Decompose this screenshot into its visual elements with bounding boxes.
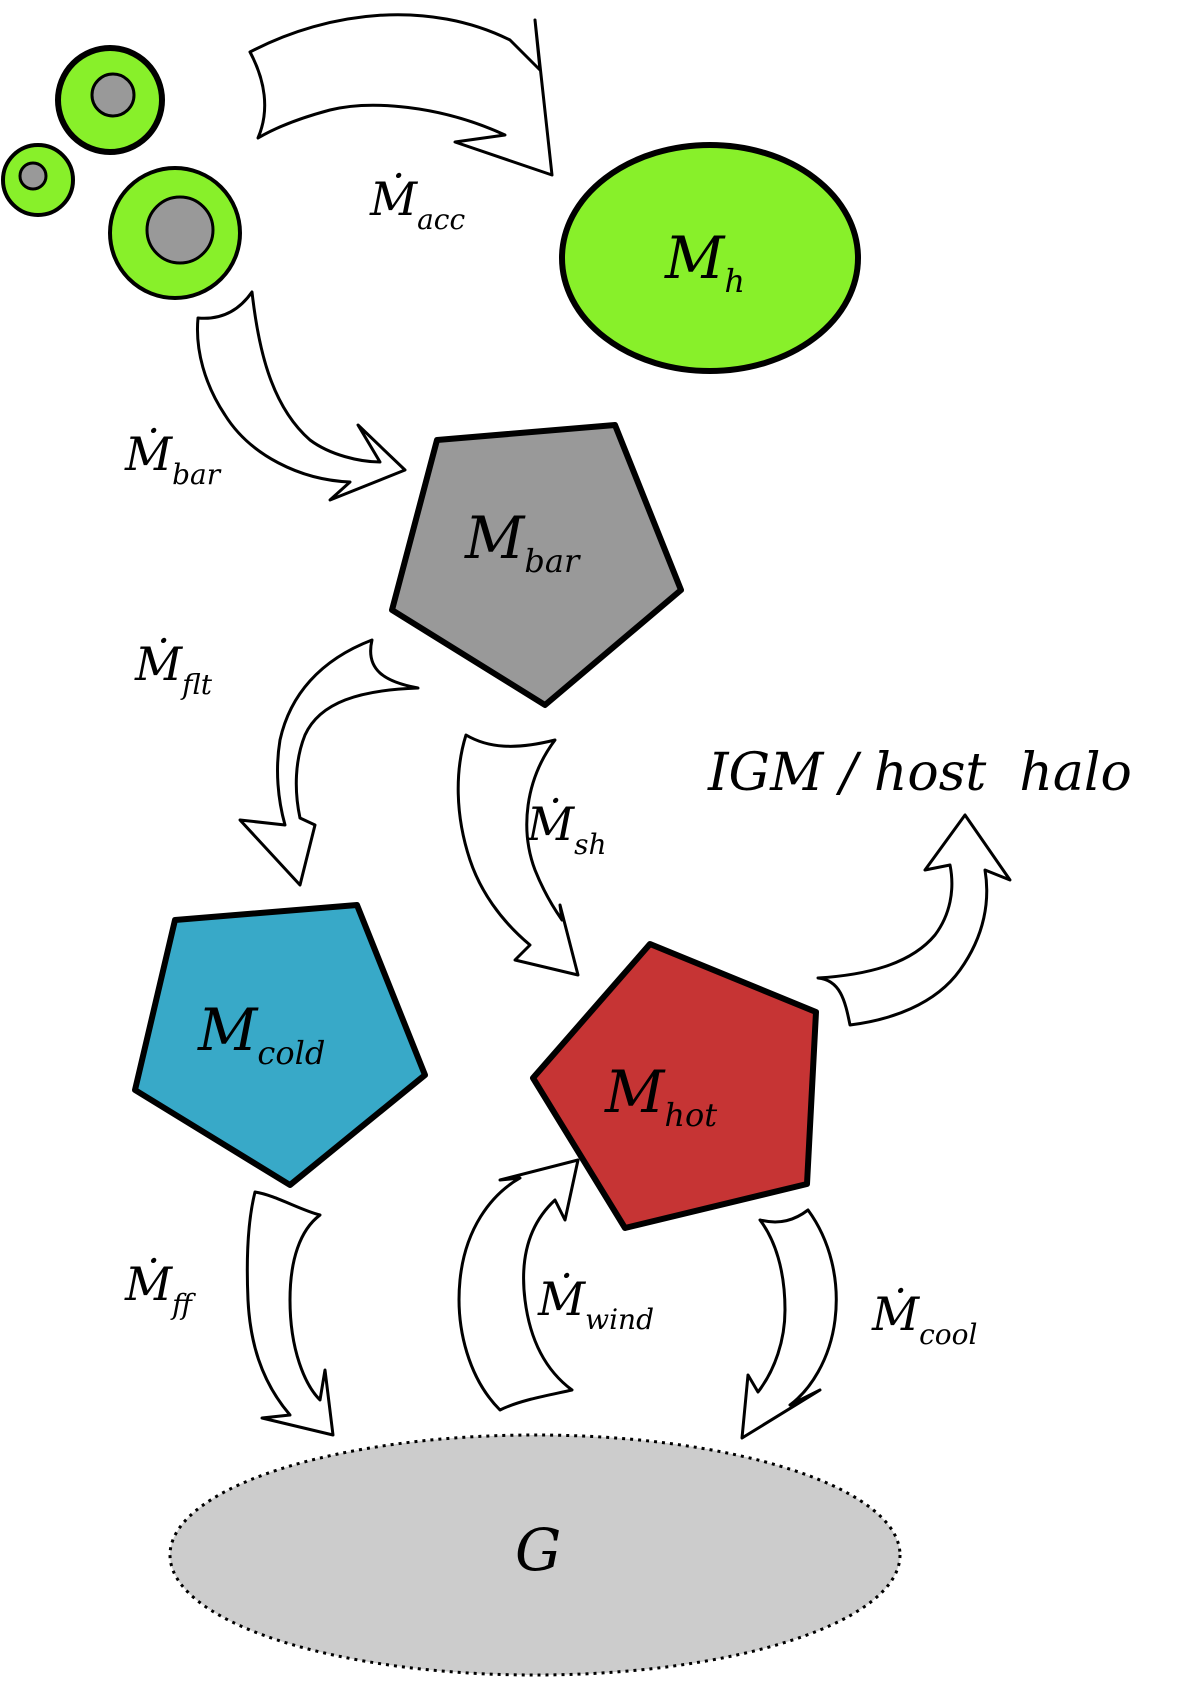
baryon-main: M: [464, 504, 526, 572]
filament-arrow: [238, 638, 420, 887]
flow-sh-sub: sh: [574, 828, 606, 861]
flow-wind-sub: wind: [585, 1303, 654, 1336]
subhalo-main-inner: [145, 195, 215, 265]
galaxy-node: [168, 1433, 902, 1677]
cooling-arrow: [740, 1208, 838, 1440]
subhalo-small-inner: [18, 161, 48, 191]
flow-ff-sub: ff: [170, 1288, 196, 1321]
halo-sub: h: [724, 262, 745, 300]
flow-sh-main: Ṁ: [526, 796, 576, 851]
freefall-arrow: [245, 1190, 335, 1437]
wind-arrow: [457, 1158, 580, 1412]
flow-label-wind: Ṁwind: [537, 1271, 654, 1336]
flow-cool-main: Ṁ: [871, 1286, 921, 1341]
cold-gas-sub: cold: [257, 1034, 325, 1072]
accretion-arrow: [248, 13, 554, 177]
flow-label-acc: Ṁacc: [369, 171, 465, 236]
flow-flt-main: Ṁ: [134, 636, 184, 691]
cold-gas-main: M: [197, 996, 259, 1064]
outflow-arrow: [816, 813, 1012, 1027]
hot-gas-node: [530, 941, 819, 1231]
halo-main: M: [664, 224, 726, 292]
flow-cool-sub: cool: [919, 1318, 977, 1351]
flow-bar-sub: bar: [172, 458, 222, 491]
hot-gas-label: Mhot: [604, 1058, 717, 1134]
baryon-accretion-arrow: [196, 290, 407, 502]
galaxy-label: G: [515, 1516, 561, 1584]
baryon-sub: bar: [524, 542, 581, 580]
flow-wind-main: Ṁ: [537, 1271, 587, 1326]
hot-gas-sub: hot: [664, 1096, 717, 1134]
flow-label-sh: Ṁsh: [526, 796, 607, 861]
cold-gas-label: Mcold: [197, 996, 325, 1072]
flow-label-ff: Ṁff: [124, 1256, 196, 1321]
flow-label-bar: Ṁbar: [124, 426, 222, 491]
halo-node: [559, 142, 861, 374]
flow-label-flt: Ṁflt: [134, 636, 213, 701]
flow-ff-main: Ṁ: [124, 1256, 174, 1311]
subhalo-group: [1, 45, 242, 300]
outflow-destination-label: IGM / host halo: [707, 743, 1132, 803]
flow-acc-sub: acc: [417, 203, 465, 236]
baryon-label: Mbar: [464, 504, 581, 580]
halo-label: Mh: [664, 224, 745, 300]
baryon-node: [389, 422, 684, 708]
flow-label-cool: Ṁcool: [871, 1286, 977, 1351]
flow-acc-main: Ṁ: [369, 171, 419, 226]
hot-gas-main: M: [604, 1058, 666, 1126]
subhalo-large-inner: [90, 72, 136, 118]
shock-heating-arrow: [456, 733, 580, 977]
flow-bar-main: Ṁ: [124, 426, 174, 481]
flow-flt-sub: flt: [180, 668, 213, 701]
cold-gas-node: [132, 902, 428, 1188]
